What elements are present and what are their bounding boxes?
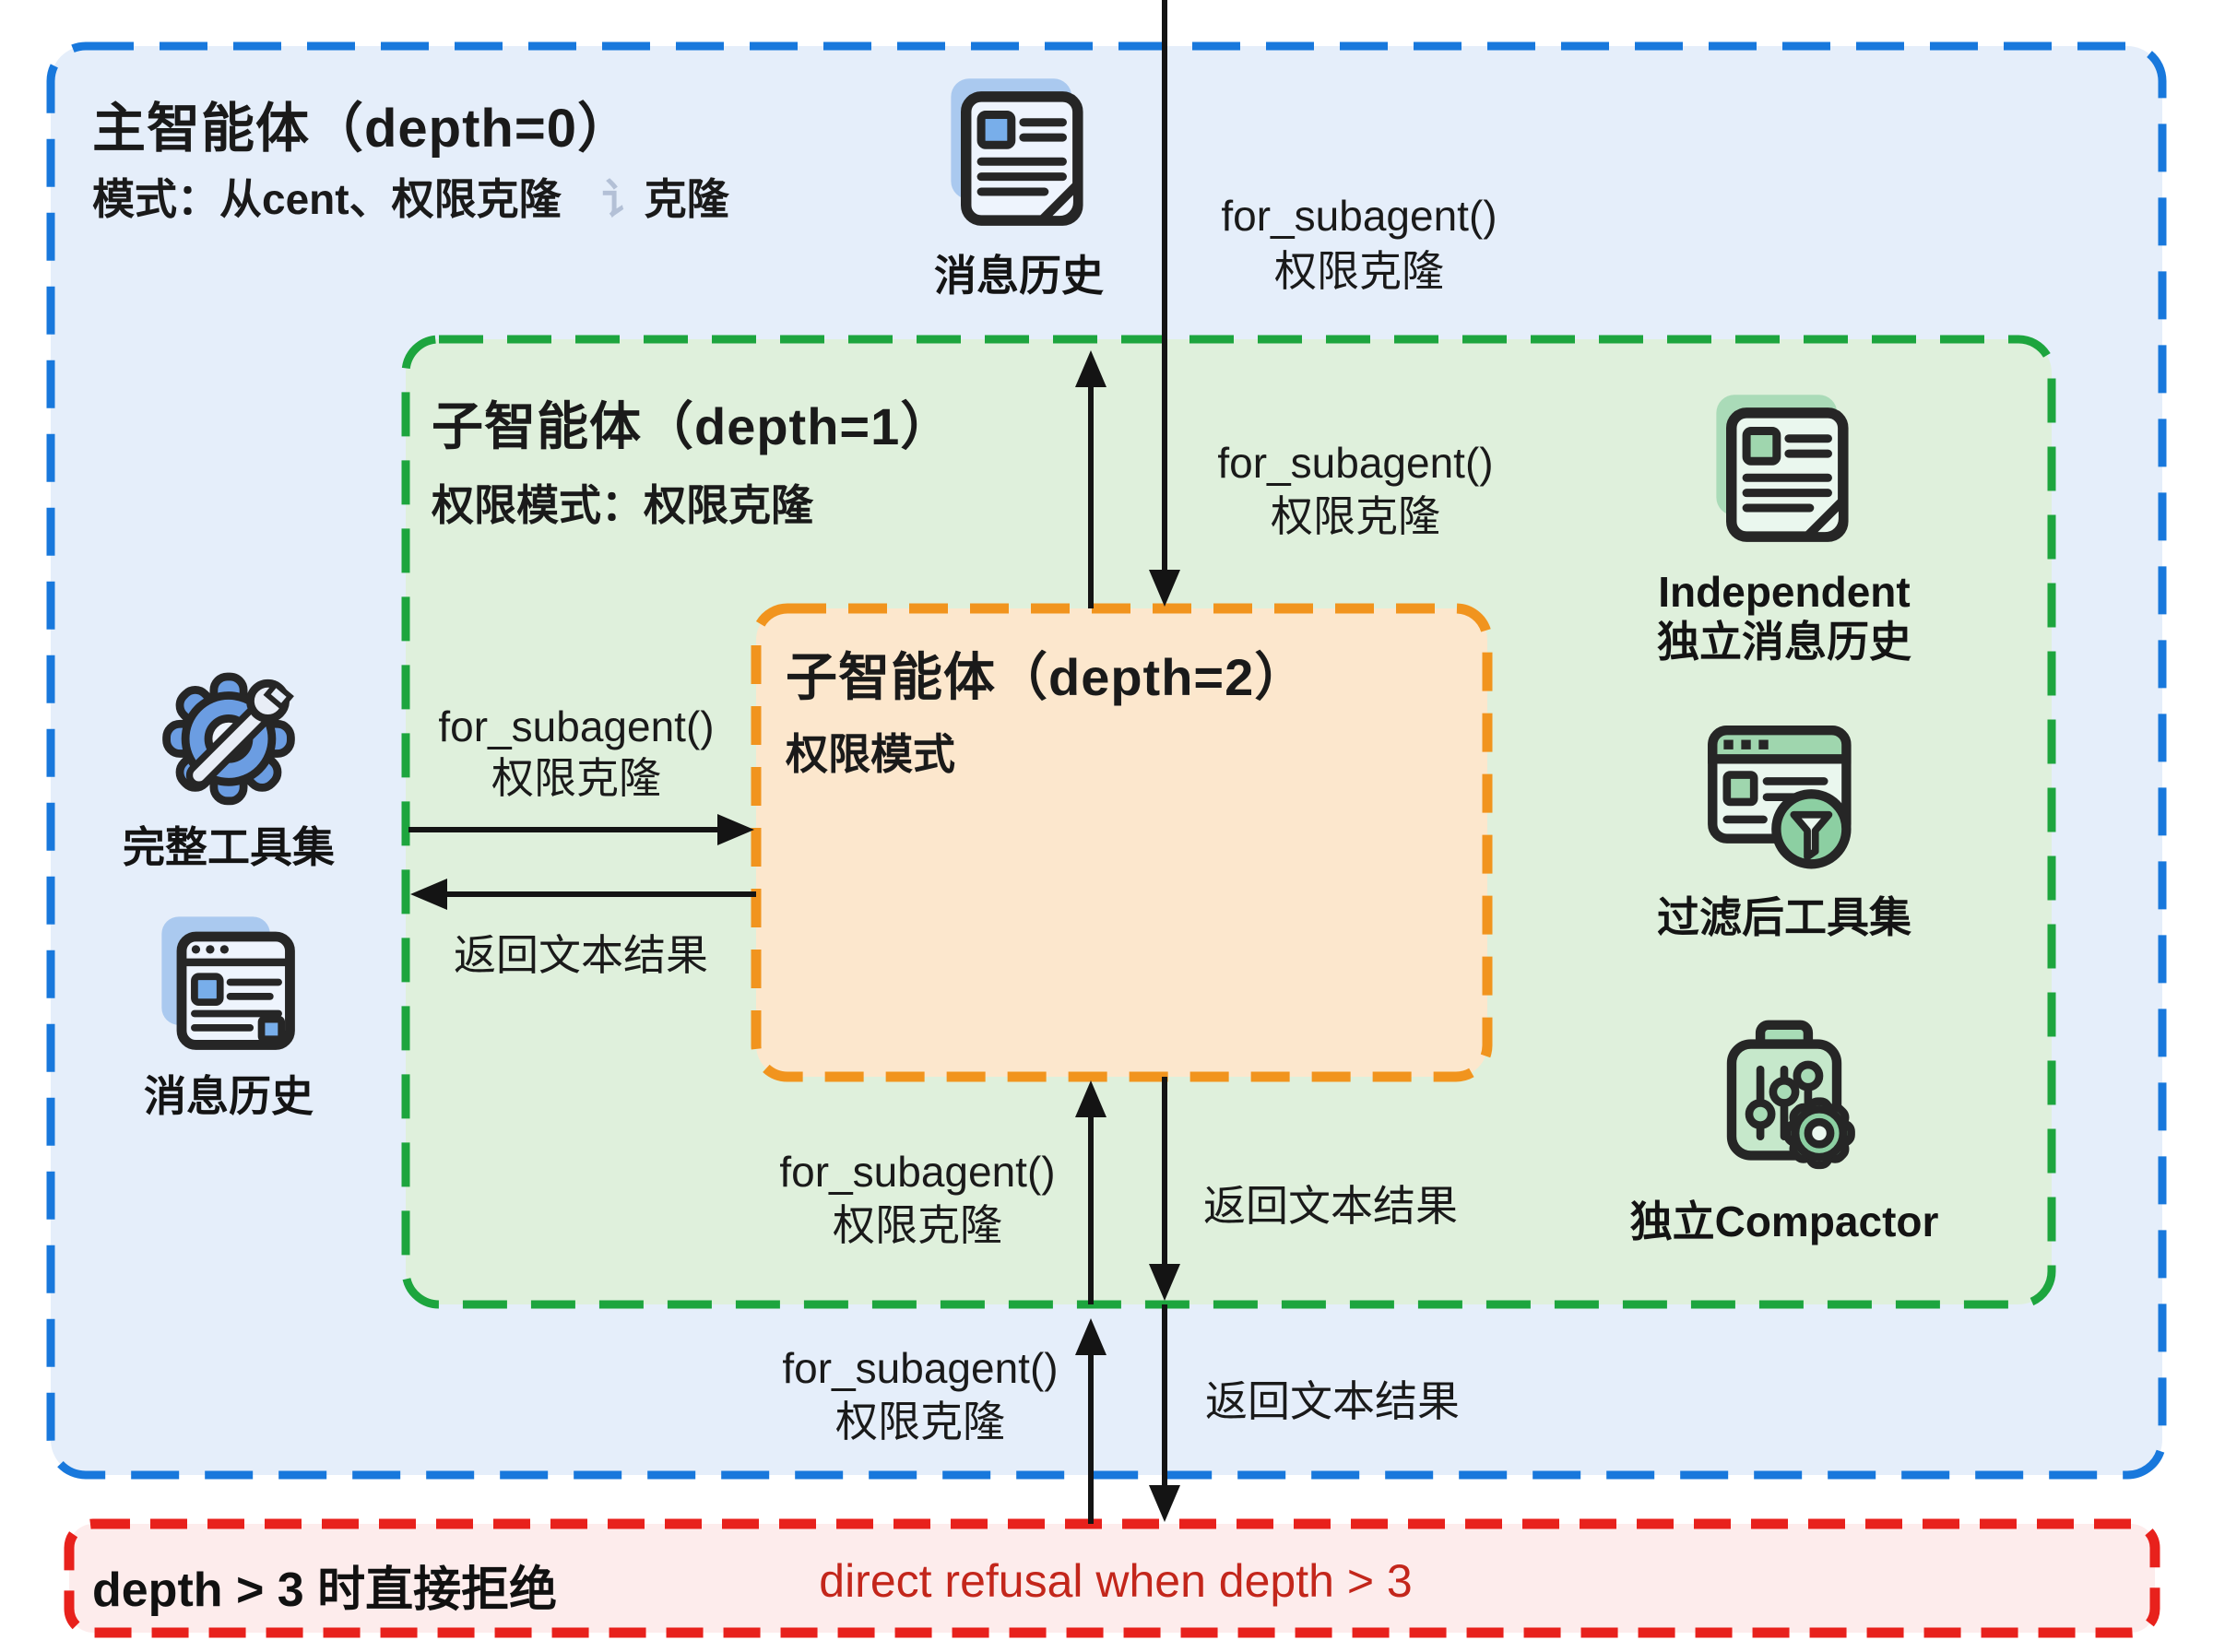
entry-call-line1: for_subagent() [1221,192,1497,240]
mid-call-line1: for_subagent() [779,1148,1056,1196]
depth2-agent-subtitle: 权限模式 [786,730,955,778]
bottom-call-line2: 权限克隆 [835,1398,1005,1446]
main-agent-subtitle-text: 模式：从cent、权限克隆 [92,175,562,223]
left-call-line1: for_subagent() [438,702,715,750]
main-message-history: 消息历史 [53,905,404,1121]
depth2-agent-box [751,603,1493,1082]
full-toolset: 完整工具集 [53,656,404,872]
compactor-icon [1726,1020,1855,1170]
left-call-arrowhead [717,814,754,845]
refusal-box [64,1518,2160,1638]
left-call-label: for_subagent() 权限克隆 [392,701,761,804]
mid-call-line2: 权限克隆 [833,1201,1002,1249]
independent-compactor-label: 独立Compactor [1629,1198,1939,1245]
independent-compactor: 独立Compactor [1604,1012,1964,1246]
entry-call-arrowhead [1149,570,1180,607]
bottom-call-arrowhead [1075,1318,1106,1355]
bottom-return-arrowhead [1149,1485,1180,1522]
mid-call-arrowhead [1075,1080,1106,1117]
document-icon [951,78,1083,226]
refusal-text-en: direct refusal when depth > 3 [819,1555,1413,1607]
mid-return-label: 返回文本结果 [1203,1182,1458,1230]
bottom-call-line1: for_subagent() [782,1344,1059,1392]
history-up-arrowhead [1075,350,1106,387]
main-agent-subtitle: 模式：从cent、权限克隆讠克隆 [92,166,729,227]
main-agent-title: 主智能体（depth=0） [92,99,632,159]
independent-history-label-en: Independent [1658,568,1911,616]
depth1-call-label: for_subagent() 权限克隆 [1171,436,1540,543]
filter-toolset-icon [1708,726,1852,869]
depth1-agent-subtitle: 权限模式：权限克隆 [432,481,813,529]
refusal-text-zh: depth > 3 时直接拒绝 [92,1564,558,1617]
filtered-toolset-label: 过滤后工具集 [1657,893,1911,941]
independent-history-label-zh: 独立消息历史 [1657,618,1911,666]
top-message-history: 消息历史 [862,76,1176,301]
green-document-icon [1716,395,1849,542]
entry-call-line2: 权限克隆 [1274,247,1444,295]
independent-history: Independent 独立消息历史 [1604,392,1964,667]
bottom-return-label: 返回文本结果 [1205,1377,1460,1425]
left-call-line2: 权限克隆 [491,754,661,802]
mid-return-arrowhead [1149,1264,1180,1301]
mid-call-label: for_subagent() 权限克隆 [742,1145,1093,1252]
main-message-history-label: 消息历史 [144,1072,314,1120]
arrows [408,0,1180,1524]
filtered-toolset: 过滤后工具集 [1604,708,1964,942]
main-agent-subtitle-tail: 克隆 [644,175,729,223]
left-return-arrowhead [410,879,447,910]
depth2-agent-title: 子智能体（depth=2） [786,648,1308,706]
bottom-call-label: for_subagent() 权限克隆 [745,1341,1095,1448]
main-agent-subtitle-faint-glyph: 讠 [601,175,645,223]
depth1-call-line2: 权限克隆 [1271,492,1440,540]
full-toolset-label: 完整工具集 [123,823,335,871]
entry-call-label: for_subagent() 权限克隆 [1175,188,1544,299]
depth1-agent-title: 子智能体（depth=1） [432,397,953,455]
left-return-label: 返回文本结果 [454,931,708,979]
top-message-history-label: 消息历史 [934,252,1104,300]
browser-history-icon [161,916,295,1050]
gear-wrench-icon [162,672,295,806]
depth1-call-line1: for_subagent() [1217,439,1494,487]
